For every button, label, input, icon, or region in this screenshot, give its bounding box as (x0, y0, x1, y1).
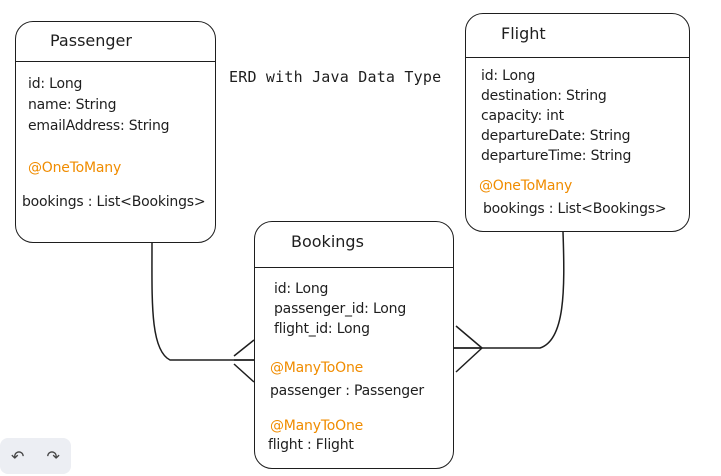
bookings-entity[interactable]: Bookings id: Long passenger_id: Long fli… (254, 221, 454, 469)
passenger-field-id: id: Long (28, 76, 83, 92)
flight-entity[interactable]: Flight id: Long destination: String capa… (465, 13, 690, 232)
undo-icon[interactable]: ↶ (11, 446, 25, 466)
flight-relation-field: bookings : List<Bookings> (483, 201, 667, 217)
bookings-divider (255, 267, 453, 268)
passenger-field-name: name: String (28, 97, 117, 113)
bookings-annotation-1: @ManyToOne (270, 360, 364, 376)
diagram-title: ERD with Java Data Type (229, 68, 442, 86)
flight-annotation: @OneToMany (479, 178, 573, 194)
passenger-field-email: emailAddress: String (28, 118, 170, 134)
passenger-entity[interactable]: Passenger id: Long name: String emailAdd… (15, 21, 216, 243)
bookings-field-id: id: Long (274, 281, 329, 297)
flight-bookings-connector (454, 231, 565, 349)
passenger-annotation: @OneToMany (28, 160, 122, 176)
bookings-relation-field-passenger: passenger : Passenger (270, 383, 424, 399)
bookings-field-passenger-id: passenger_id: Long (274, 301, 407, 317)
bookings-annotation-2: @ManyToOne (270, 418, 364, 434)
flight-field-destination: destination: String (481, 88, 607, 104)
passenger-bookings-connector (151, 242, 254, 361)
passenger-entity-title: Passenger (50, 31, 132, 50)
redo-icon[interactable]: ↷ (46, 446, 60, 466)
bookings-entity-title: Bookings (291, 232, 364, 251)
passenger-divider (16, 61, 215, 62)
flight-field-departure-time: departureTime: String (481, 148, 632, 164)
undo-redo-toolbar: ↶ ↷ (0, 438, 71, 474)
bookings-relation-field-flight: flight : Flight (268, 437, 354, 453)
flight-field-capacity: capacity: int (481, 108, 564, 124)
flight-field-id: id: Long (481, 68, 536, 84)
passenger-relation-field: bookings : List<Bookings> (22, 194, 206, 210)
bookings-field-flight-id: flight_id: Long (274, 321, 370, 337)
flight-crowfoot (454, 325, 483, 373)
flight-field-departure-date: departureDate: String (481, 128, 631, 144)
passenger-crowfoot (233, 339, 255, 383)
flight-entity-title: Flight (501, 24, 546, 43)
flight-divider (466, 57, 689, 58)
